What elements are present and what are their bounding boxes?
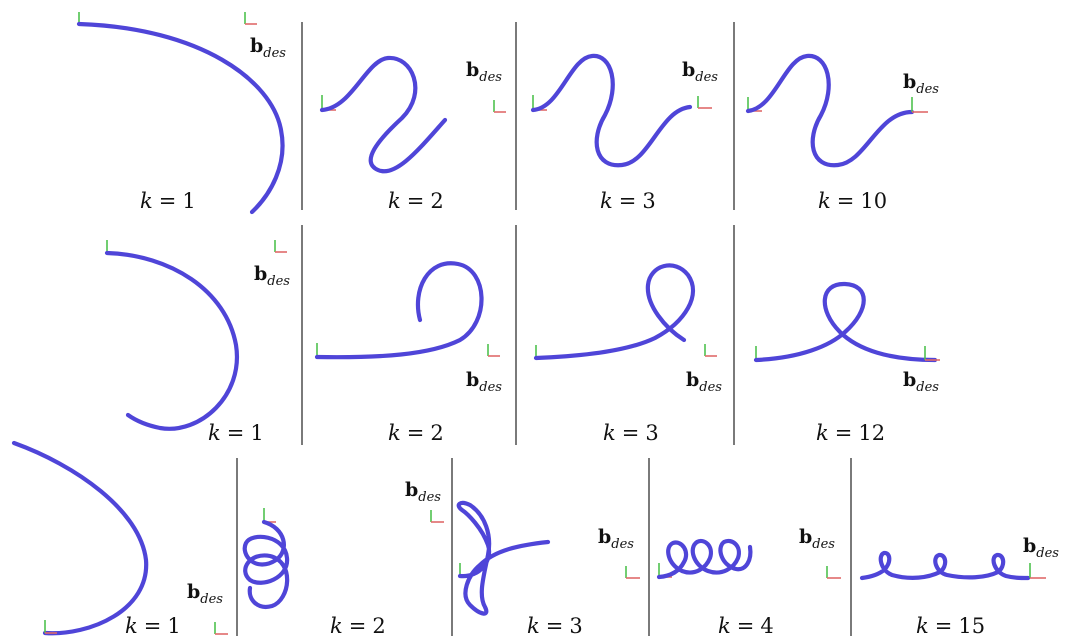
rod-curve	[242, 519, 290, 609]
target-frame-icon	[826, 566, 841, 579]
target-frame-icon	[487, 344, 500, 357]
panel-row3-k15: bdes bdes k=15	[799, 526, 1059, 638]
target-label: bdes	[799, 526, 835, 552]
panel-row3-k1: k=1 bdes	[11, 440, 228, 638]
rod-curve	[745, 53, 915, 168]
panel-row2-k12: bdes k=12	[753, 281, 940, 445]
target-label: bdes	[254, 263, 290, 289]
target-frame-icon	[924, 346, 940, 361]
k-label: k=3	[527, 614, 583, 638]
rod-curve	[314, 261, 484, 360]
k-label: k=1	[125, 614, 181, 638]
k-label: k=1	[208, 421, 264, 445]
k-label: k=15	[916, 614, 985, 638]
rod-curve	[11, 440, 149, 636]
k-label: k=4	[718, 614, 774, 638]
base-frame-icon	[263, 508, 276, 523]
k-label: k=3	[603, 421, 659, 445]
target-frame-icon	[244, 12, 257, 25]
target-frame-icon	[430, 510, 444, 523]
target-label: bdes	[1023, 535, 1059, 561]
rod-curve	[753, 281, 938, 363]
target-frame-icon	[704, 344, 717, 357]
target-label: bdes	[598, 526, 634, 552]
k-label: k=12	[816, 421, 885, 445]
panel-row3-k4: bdes k=4	[598, 526, 774, 638]
k-label: k=2	[330, 614, 386, 638]
rod-curve	[319, 55, 448, 174]
k-label: k=2	[388, 189, 444, 213]
panel-row2-k3: bdes k=3	[533, 263, 722, 445]
target-label: bdes	[903, 71, 939, 97]
target-frame-icon	[911, 97, 928, 113]
panel-row2-k2: bdes k=2	[314, 261, 502, 445]
rod-curve	[656, 538, 753, 580]
panel-row3-k2: k=2	[242, 508, 386, 638]
target-label: bdes	[466, 59, 502, 85]
panel-row1-k10: bdes k=10	[745, 53, 939, 213]
base-frame-icon	[44, 620, 57, 634]
target-label: bdes	[405, 479, 441, 505]
panel-row1-k3: bdes bdes k=3	[466, 53, 718, 213]
target-frame-icon	[1029, 563, 1046, 579]
panel-row2-k1: bdes k=1	[104, 240, 290, 445]
rod-curve	[76, 21, 285, 215]
target-label: bdes	[682, 59, 718, 85]
rod-curve	[533, 263, 695, 361]
panel-row1-k1: bdes k=1	[76, 12, 286, 215]
target-label: bdes	[903, 369, 939, 395]
panel-row1-k2: k=2	[319, 55, 448, 213]
rod-curve	[530, 53, 693, 168]
target-frame-icon	[214, 622, 228, 635]
rod-curve	[456, 500, 551, 616]
k-label: k=3	[600, 189, 656, 213]
panel-row3-k3: bdes k=3	[405, 479, 583, 638]
rod-curve	[859, 550, 1031, 581]
target-label: bdes	[466, 369, 502, 395]
target-frame-icon	[493, 100, 506, 113]
target-frame-icon	[697, 96, 712, 109]
rod-curve	[104, 250, 240, 431]
base-frame-icon	[316, 343, 331, 358]
k-label: k=1	[140, 189, 196, 213]
target-frame-icon	[625, 566, 640, 579]
target-label: bdes	[686, 369, 722, 395]
target-label: bdes	[250, 35, 286, 61]
k-label: k=2	[388, 421, 444, 445]
k-label: k=10	[818, 189, 887, 213]
target-label: bdes	[187, 581, 223, 607]
target-frame-icon	[274, 240, 287, 253]
